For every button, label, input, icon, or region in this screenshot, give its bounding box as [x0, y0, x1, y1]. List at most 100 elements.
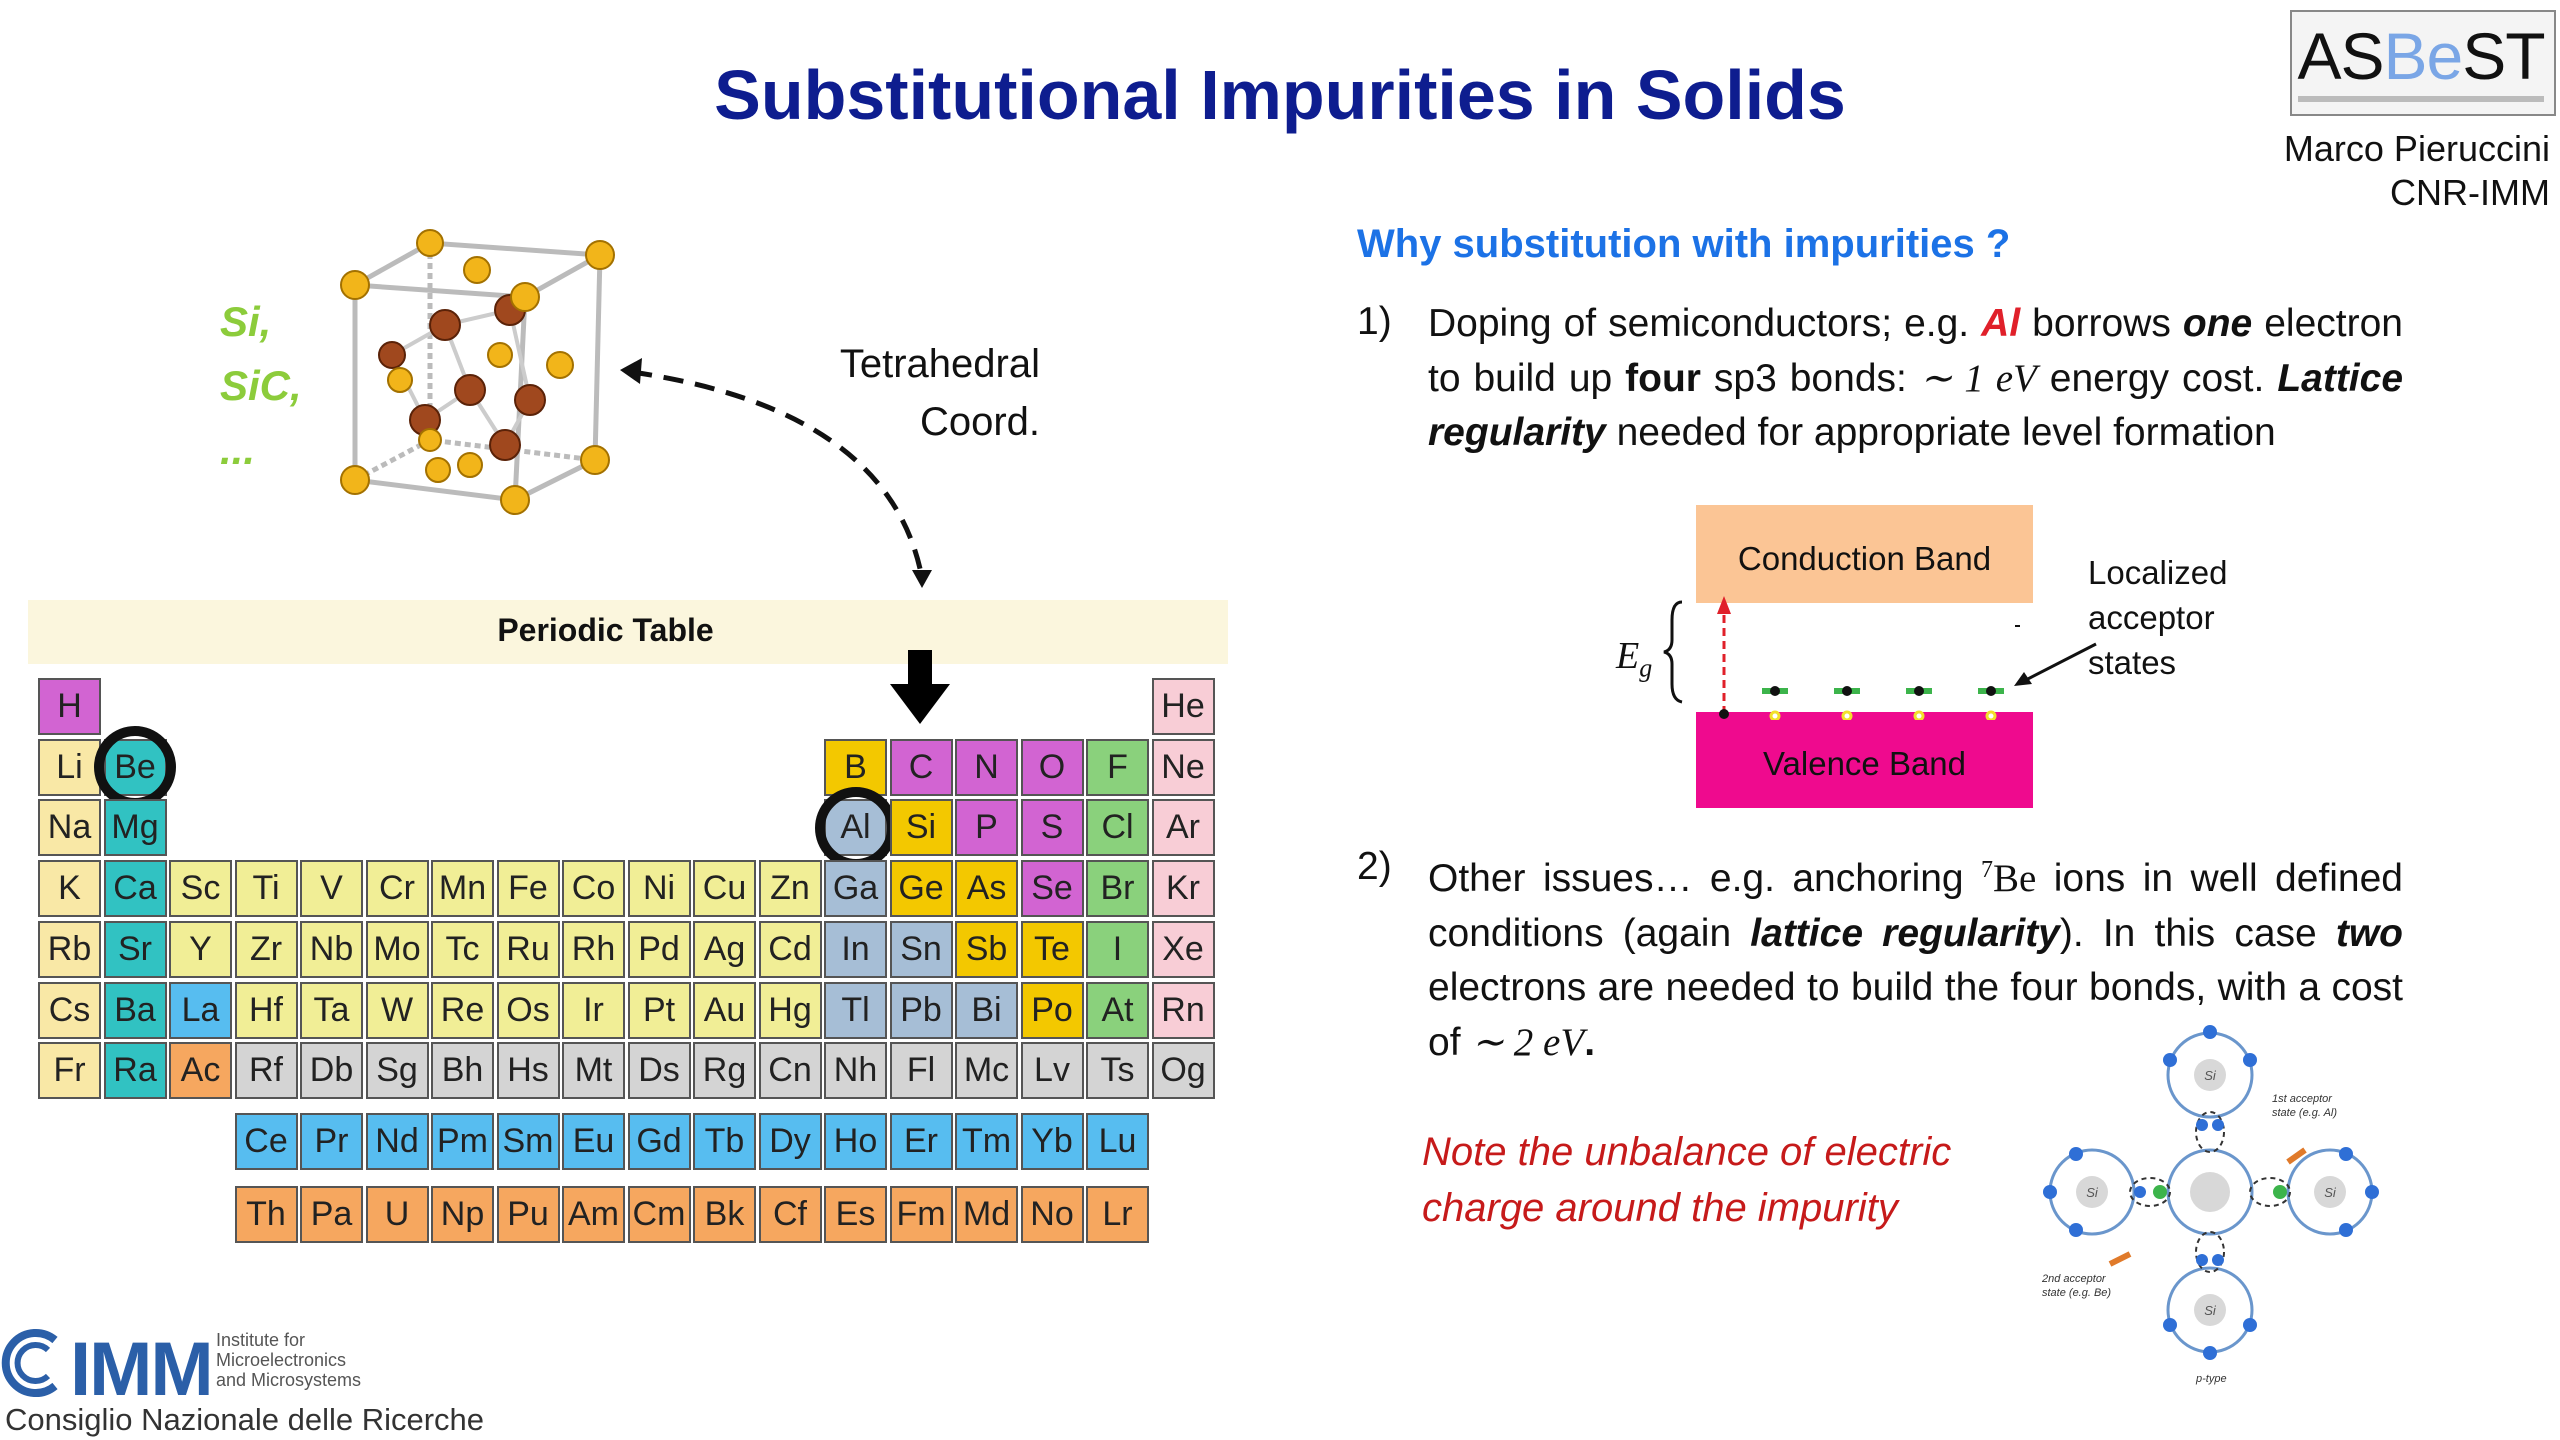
si-bond-diagram: Si Si Si Si 1st acceptor state (e.g. Al)…: [2041, 1025, 2379, 1385]
element-po: Po: [1020, 981, 1084, 1039]
element-yb: Yb: [1020, 1113, 1084, 1170]
element-bi: Bi: [955, 981, 1018, 1039]
element-p: P: [955, 799, 1018, 857]
diamond-lattice-cube-icon: [340, 229, 615, 515]
element-f: F: [1086, 738, 1149, 796]
material-ellipsis: ...: [220, 426, 256, 473]
element-mt: Mt: [562, 1042, 625, 1100]
element-pb: Pb: [889, 981, 953, 1039]
element-md: Md: [955, 1186, 1018, 1243]
element-cf: Cf: [758, 1186, 822, 1243]
element-ni: Ni: [627, 860, 691, 918]
element-tl: Tl: [824, 981, 887, 1039]
svg-text:1st acceptor: 1st acceptor: [2272, 1093, 2333, 1105]
cnr-name: Consiglio Nazionale delle Ricerche: [5, 1402, 485, 1437]
element-cm: Cm: [627, 1186, 691, 1243]
element-cr: Cr: [365, 860, 429, 918]
element-am: Am: [562, 1186, 625, 1243]
conduction-band-label: Conduction Band: [1737, 540, 1992, 577]
element-fe: Fe: [496, 860, 560, 918]
element-i: I: [1086, 920, 1149, 978]
down-arrow-icon: [890, 650, 950, 724]
element-cs: Cs: [38, 981, 101, 1039]
hole-arrows: [1769, 710, 1997, 720]
author-name: Marco Pieruccini: [2283, 128, 2550, 169]
element-pt: Pt: [627, 981, 691, 1039]
element-dy: Dy: [758, 1113, 822, 1170]
element-he: He: [1151, 678, 1215, 735]
element-at: At: [1086, 981, 1149, 1039]
element-ts: Ts: [1086, 1042, 1149, 1100]
pointer-arrow-icon: [2014, 642, 2097, 686]
element-eu: Eu: [562, 1113, 625, 1170]
element-re: Re: [431, 981, 494, 1039]
element-ra: Ra: [103, 1042, 167, 1100]
slide-title: Substitutional Impurities in Solids: [714, 56, 1846, 134]
element-ce: Ce: [234, 1113, 298, 1170]
element-rf: Rf: [234, 1042, 298, 1100]
element-co: Co: [562, 860, 625, 918]
element-ru: Ru: [496, 920, 560, 978]
element-kr: Kr: [1151, 860, 1215, 918]
asbest-logo-text: ASBeST: [2290, 18, 2552, 94]
gap-brace: [1663, 600, 1683, 704]
element-in: In: [824, 920, 887, 978]
item-2-text: Other issues… e.g. anchoring 7Be ions in…: [1428, 857, 2403, 1064]
element-rn: Rn: [1151, 981, 1215, 1039]
element-ag: Ag: [693, 920, 756, 978]
element-rh: Rh: [562, 920, 625, 978]
element-sn: Sn: [889, 920, 953, 978]
element-cn: Cn: [758, 1042, 822, 1100]
element-rb: Rb: [38, 920, 101, 978]
element-br: Br: [1086, 860, 1149, 918]
element-as: As: [955, 860, 1018, 918]
conduction-band-box: [1696, 505, 2033, 603]
element-mc: Mc: [955, 1042, 1018, 1100]
logo-st: ST: [2462, 19, 2545, 93]
element-na: Na: [38, 799, 101, 857]
element-se: Se: [1020, 860, 1084, 918]
periodic-table-title: Periodic Table: [497, 612, 714, 648]
element-pa: Pa: [300, 1186, 363, 1243]
element-zr: Zr: [234, 920, 298, 978]
impurity-note: Note the unbalance of electric charge ar…: [1422, 1130, 1952, 1230]
element-mn: Mn: [431, 860, 494, 918]
item-2-number: 2): [1357, 845, 1392, 888]
element-li: Li: [38, 738, 101, 796]
svg-text:Si: Si: [2324, 1185, 2337, 1200]
element-v: V: [300, 860, 363, 918]
highlight-circle-al: [814, 786, 897, 869]
element-ho: Ho: [824, 1113, 887, 1170]
valence-band-label: Valence Band: [1762, 745, 1967, 782]
element-te: Te: [1020, 920, 1084, 978]
element-sb: Sb: [955, 920, 1018, 978]
svg-text:state (e.g. Al): state (e.g. Al): [2272, 1107, 2337, 1119]
element-ar: Ar: [1151, 799, 1215, 857]
element-os: Os: [496, 981, 560, 1039]
element-ne: Ne: [1151, 738, 1215, 796]
element-ge: Ge: [889, 860, 953, 918]
element-k: K: [38, 860, 101, 918]
element-tb: Tb: [693, 1113, 756, 1170]
element-nb: Nb: [300, 920, 363, 978]
material-si: Si,: [220, 298, 272, 345]
author-institution: CNR-IMM: [2390, 172, 2550, 213]
element-si: Si: [889, 799, 953, 857]
svg-text:p-type: p-type: [2195, 1373, 2227, 1385]
element-pu: Pu: [496, 1186, 560, 1243]
element-sc: Sc: [169, 860, 232, 918]
element-o: O: [1020, 738, 1084, 796]
logo-as: AS: [2297, 19, 2384, 93]
element-ti: Ti: [234, 860, 298, 918]
element-db: Db: [300, 1042, 363, 1100]
element-tm: Tm: [955, 1113, 1018, 1170]
element-ba: Ba: [103, 981, 167, 1039]
element-u: U: [365, 1186, 429, 1243]
element-np: Np: [431, 1186, 494, 1243]
item-1-text: Doping of semiconductors; e.g. Al borrow…: [1428, 302, 2404, 454]
element-ta: Ta: [300, 981, 363, 1039]
element-hs: Hs: [496, 1042, 560, 1100]
element-h: H: [38, 678, 101, 735]
element-lu: Lu: [1086, 1113, 1149, 1170]
element-fl: Fl: [889, 1042, 953, 1100]
